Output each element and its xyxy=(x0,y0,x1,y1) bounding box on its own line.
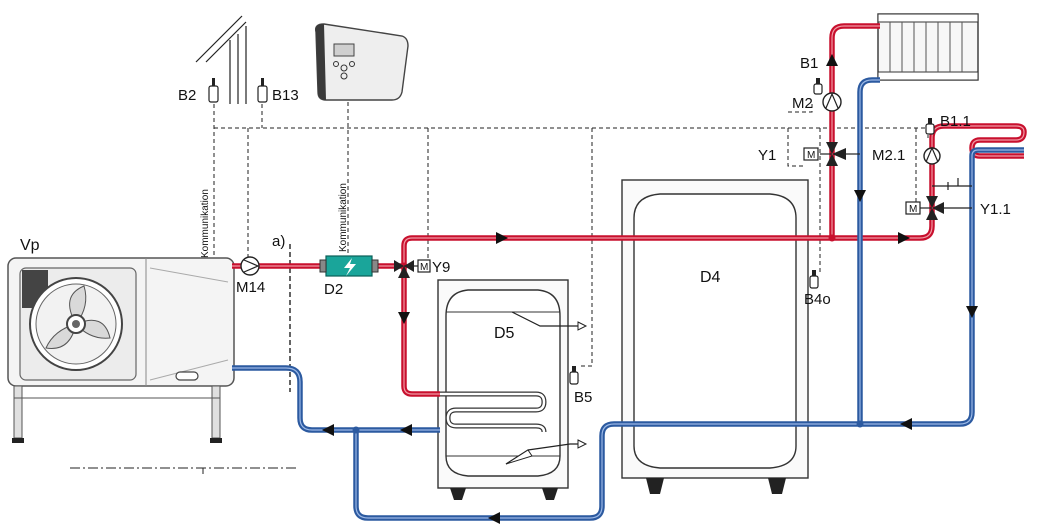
pump-m14 xyxy=(240,256,260,276)
y9-motor-label: M xyxy=(420,262,428,273)
sensor-b5 xyxy=(569,366,579,385)
label-m21: M2.1 xyxy=(872,147,905,164)
mixing-valve-y1: M xyxy=(803,142,860,166)
signal-lines xyxy=(213,102,929,367)
y11-motor-label: M xyxy=(909,204,917,215)
label-kommunikation-1: Kommunikation xyxy=(200,189,211,258)
label-d2: D2 xyxy=(324,281,343,298)
sensor-b2 xyxy=(208,78,219,103)
label-a: a) xyxy=(272,233,285,250)
sensor-b13 xyxy=(257,78,268,103)
pump-m21 xyxy=(923,146,941,165)
label-m14: M14 xyxy=(236,279,265,296)
label-b2: B2 xyxy=(178,87,196,104)
label-m2: M2 xyxy=(792,95,813,112)
mixing-valve-y11: M xyxy=(905,196,972,220)
label-y11: Y1.1 xyxy=(980,201,1011,218)
module-d2 xyxy=(319,255,379,277)
label-y1: Y1 xyxy=(758,147,776,164)
supply-pipes xyxy=(232,23,1027,397)
label-d5: D5 xyxy=(494,325,515,342)
sensor-b11 xyxy=(925,118,935,135)
buffer-tank-d4 xyxy=(621,179,809,494)
controller-unit xyxy=(314,23,409,101)
pump-m2 xyxy=(822,92,842,112)
dhw-tank-d5 xyxy=(437,279,588,500)
label-b1: B1 xyxy=(800,55,818,72)
label-kommunikation-2: Kommunikation xyxy=(338,183,349,252)
flow-arrows xyxy=(322,54,978,524)
label-vp: Vp xyxy=(20,237,40,254)
label-d4: D4 xyxy=(700,269,721,286)
radiator xyxy=(877,13,979,81)
roof-outline xyxy=(195,15,247,104)
label-y9: Y9 xyxy=(432,259,450,276)
bypass-connector xyxy=(932,178,972,190)
label-b13: B13 xyxy=(272,87,299,104)
return-pipes xyxy=(232,77,1024,521)
label-b4o: B4o xyxy=(804,291,831,308)
label-b5: B5 xyxy=(574,389,592,406)
heat-pump-unit: Vp xyxy=(7,237,235,443)
label-b11: B1.1 xyxy=(940,113,971,130)
valve-y9: M xyxy=(394,259,431,278)
sensor-b4o xyxy=(809,270,819,289)
sensor-b1 xyxy=(813,78,823,95)
y1-motor-label: M xyxy=(807,150,815,161)
